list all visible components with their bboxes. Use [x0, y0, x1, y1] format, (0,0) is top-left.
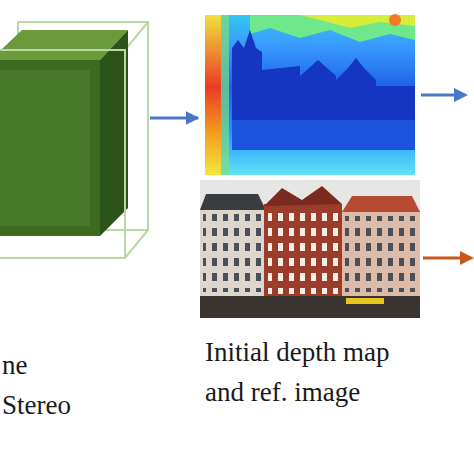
model-block	[0, 30, 128, 236]
roof-left	[200, 194, 266, 210]
awning	[346, 298, 384, 304]
shop-fronts	[200, 296, 420, 318]
depth-edge	[205, 15, 221, 175]
block-front-inner	[0, 70, 90, 226]
depth-sky-spot	[389, 14, 401, 26]
method-label: ne Stereo	[2, 345, 94, 425]
cube-edge	[125, 22, 148, 50]
depth-edge	[221, 15, 229, 175]
photo-sky	[200, 180, 420, 318]
roof-middle	[264, 186, 342, 206]
image-node: Initial depth map and ref. image	[198, 10, 422, 412]
outgoing-arrow	[421, 88, 468, 102]
roof-right	[342, 196, 420, 212]
depth-sky	[250, 15, 415, 42]
depth-map-image	[205, 14, 415, 175]
windows	[345, 216, 417, 292]
model-node: ne Stereo	[0, 15, 150, 425]
cube-front-face	[0, 50, 125, 258]
flow-arrow	[150, 117, 198, 120]
depth-ground	[205, 15, 415, 175]
depth-buildings	[232, 30, 415, 120]
block-side	[100, 30, 128, 236]
block-front	[0, 60, 100, 236]
windows	[268, 210, 338, 294]
outgoing-arrow	[423, 251, 474, 265]
depth-street	[232, 120, 415, 150]
cube-edge	[125, 230, 148, 258]
windows	[203, 214, 261, 292]
reference-image	[200, 180, 420, 318]
wireframe-cube-front	[0, 50, 125, 258]
caption-label: Initial depth map and ref. image	[205, 332, 415, 412]
depth-sky	[300, 15, 415, 28]
